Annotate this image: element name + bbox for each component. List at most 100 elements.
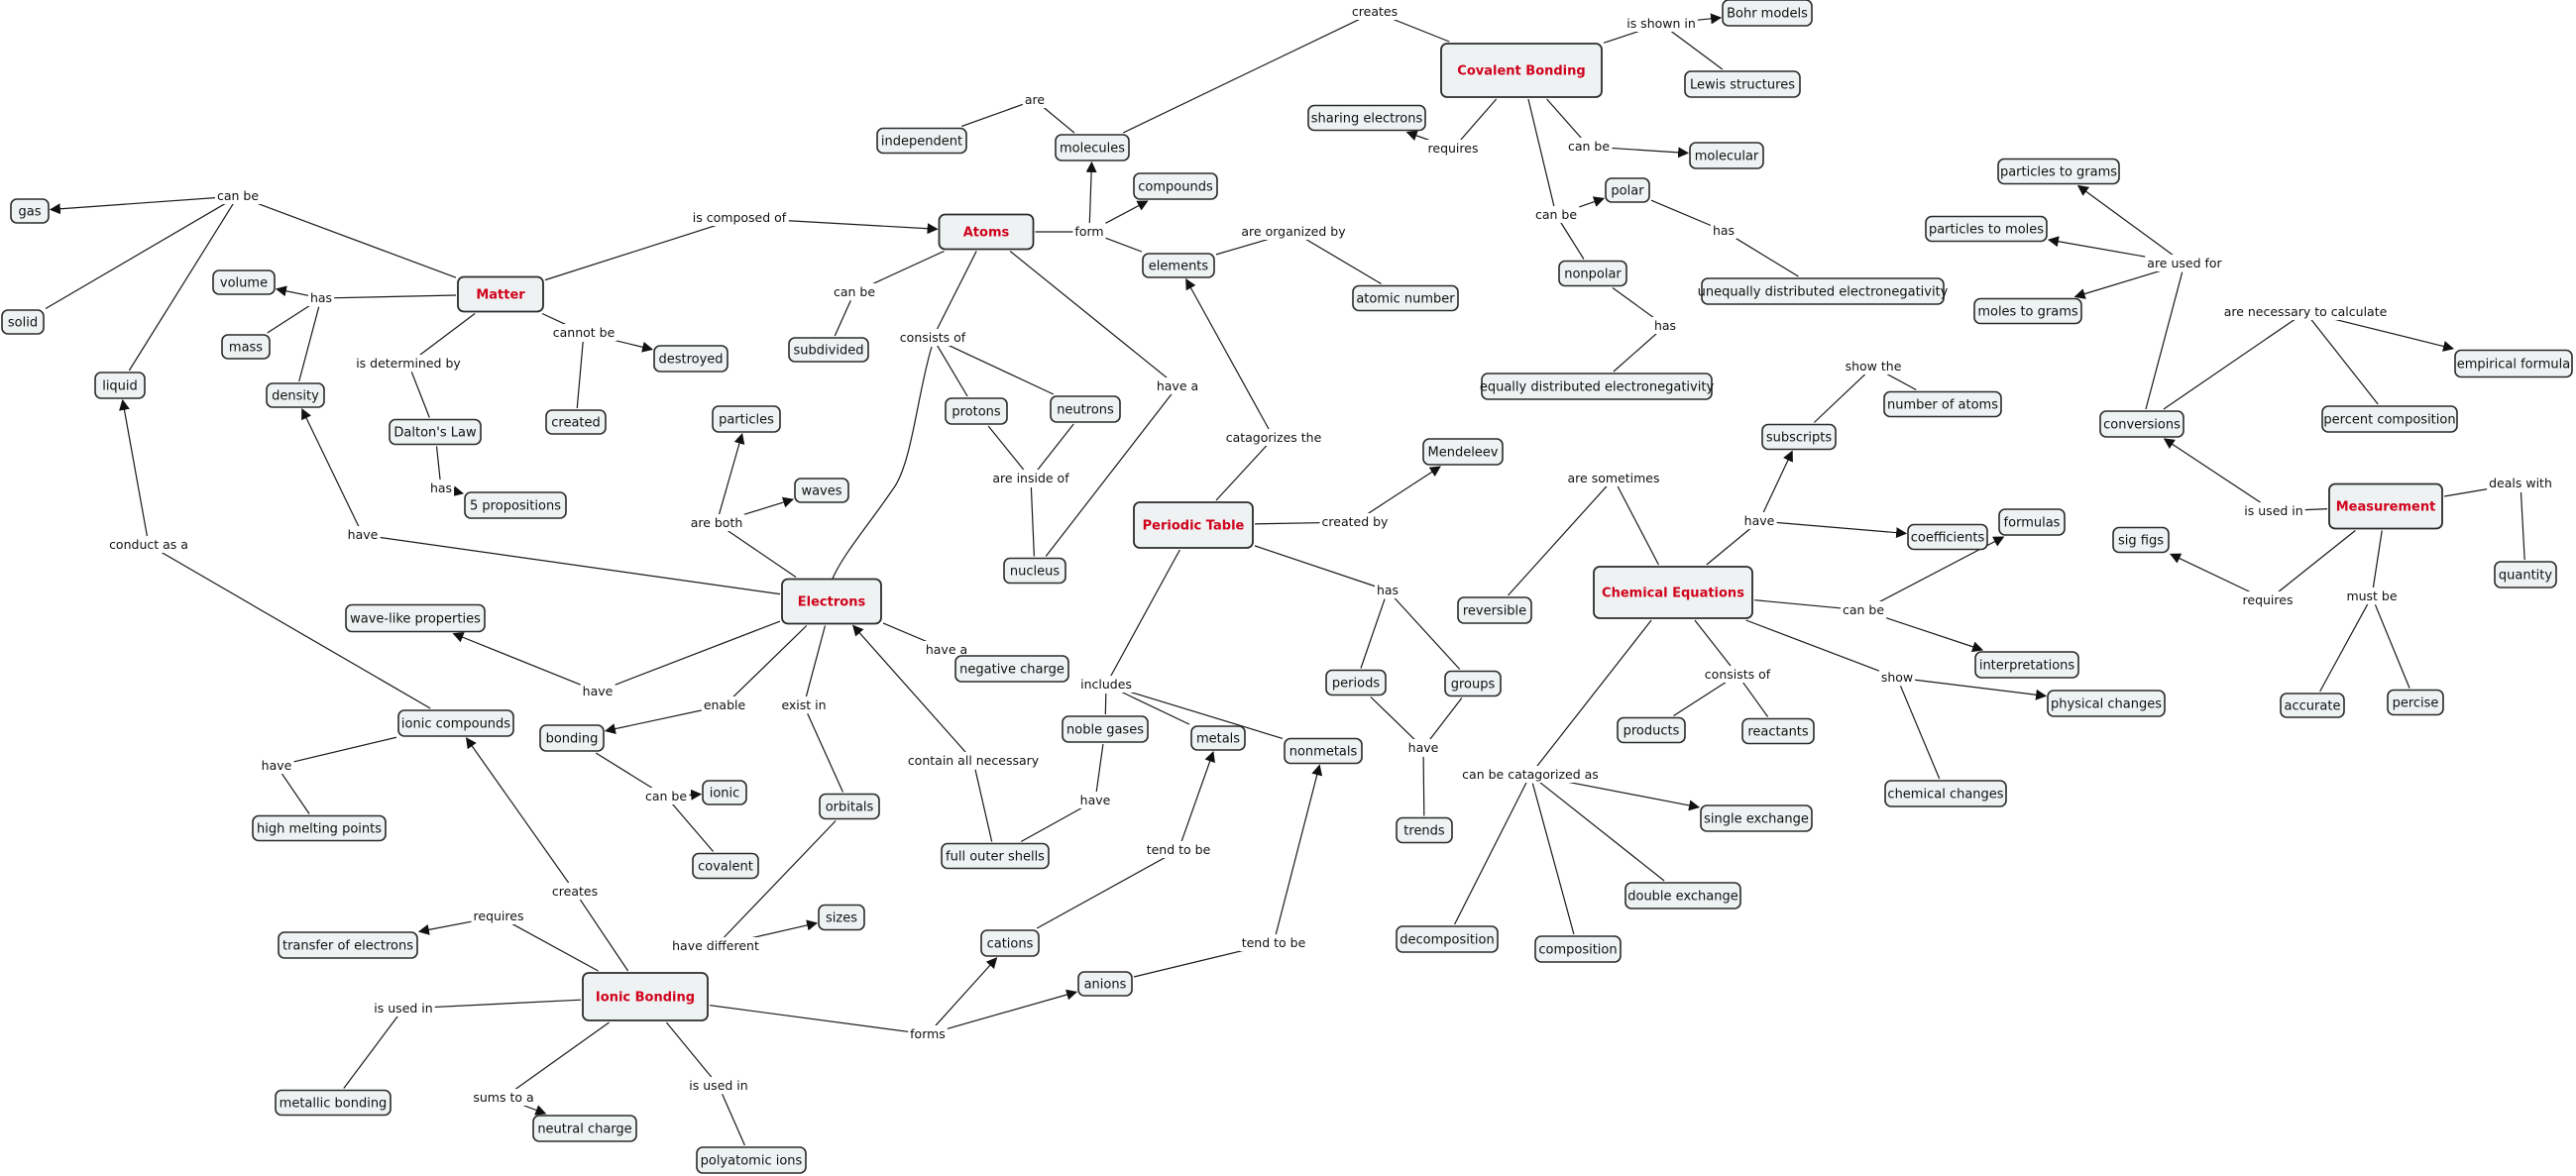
concept-molecular[interactable]: molecular: [1689, 142, 1764, 169]
concept-label: conversions: [2103, 418, 2181, 433]
concept-metallic-bonding[interactable]: metallic bonding: [275, 1089, 392, 1117]
concept-cations[interactable]: cations: [980, 929, 1040, 957]
concept-metals[interactable]: metals: [1190, 725, 1246, 751]
concept-sig-figs[interactable]: sig figs: [2112, 526, 2170, 554]
concept-ionic-compounds[interactable]: ionic compounds: [397, 709, 514, 737]
concept-molecules[interactable]: molecules: [1055, 134, 1130, 161]
concept-elements[interactable]: elements: [1142, 253, 1215, 278]
concept-atoms[interactable]: Atoms: [938, 213, 1035, 251]
concept-empirical-formula[interactable]: empirical formula: [2454, 349, 2573, 378]
concept-physical-changes[interactable]: physical changes: [2047, 690, 2166, 717]
linking-phrase: created by: [1319, 513, 1392, 530]
concept-waves[interactable]: waves: [794, 478, 849, 503]
concept-percent-composition[interactable]: percent composition: [2321, 405, 2458, 433]
concept-coefficients[interactable]: coefficients: [1907, 523, 1988, 551]
concept-nonmetals[interactable]: nonmetals: [1284, 737, 1363, 765]
concept-composition[interactable]: composition: [1534, 935, 1622, 963]
concept-independent[interactable]: independent: [876, 127, 967, 155]
concept-daltons-law[interactable]: Dalton's Law: [389, 418, 482, 446]
concept-label: covalent: [698, 860, 753, 875]
concept-ionic[interactable]: ionic: [702, 780, 747, 805]
connector-includes-to-nonmetals: [1114, 687, 1284, 740]
concept-reactants[interactable]: reactants: [1741, 717, 1815, 745]
concept-mendeleev[interactable]: Mendeleev: [1422, 438, 1504, 466]
concept-negative-charge[interactable]: negative charge: [954, 655, 1069, 683]
linking-phrase-text: have: [1080, 793, 1111, 807]
concept-lewis-structures[interactable]: Lewis structures: [1684, 70, 1801, 98]
concept-wave-like[interactable]: wave-like properties: [345, 603, 486, 633]
concept-particles[interactable]: particles: [712, 405, 781, 433]
concept-box: [794, 478, 849, 503]
concept-matter[interactable]: Matter: [457, 275, 544, 313]
concept-noble-gases[interactable]: noble gases: [1062, 715, 1149, 743]
concept-subdivided[interactable]: subdivided: [788, 337, 869, 363]
concept-particles-to-moles[interactable]: particles to moles: [1925, 215, 2048, 243]
concept-sharing-electrons[interactable]: sharing electrons: [1307, 104, 1426, 132]
concept-number-of-atoms[interactable]: number of atoms: [1883, 390, 2002, 418]
concept-anions[interactable]: anions: [1077, 971, 1133, 997]
concept-interpretations[interactable]: interpretations: [1974, 651, 2079, 679]
concept-orbitals[interactable]: orbitals: [819, 793, 880, 820]
concept-label: equally distributed electronegativity: [1480, 380, 1715, 395]
concept-equal-en[interactable]: equally distributed electronegativity: [1480, 373, 1715, 400]
concept-bohr-models[interactable]: Bohr models: [1722, 0, 1813, 27]
concept-moles-to-grams[interactable]: moles to grams: [1973, 297, 2082, 325]
concept-periods[interactable]: periods: [1325, 669, 1387, 696]
concept-electrons[interactable]: Electrons: [781, 578, 882, 625]
connector-groups-to-have_trends: [1428, 697, 1463, 742]
concept-covalent[interactable]: covalent: [692, 852, 759, 880]
concept-neutrons[interactable]: neutrons: [1050, 395, 1121, 423]
concept-created[interactable]: created: [545, 409, 607, 435]
concept-box: [1003, 557, 1066, 585]
concept-five-propositions[interactable]: 5 propositions: [464, 491, 567, 519]
concept-gas[interactable]: gas: [10, 198, 50, 224]
concept-compounds[interactable]: compounds: [1133, 172, 1218, 200]
concept-percise[interactable]: percise: [2387, 689, 2444, 716]
concept-products[interactable]: products: [1617, 716, 1686, 744]
concept-sizes[interactable]: sizes: [818, 904, 865, 931]
concept-label: empirical formula: [2457, 358, 2570, 373]
concept-formulas[interactable]: formulas: [1998, 508, 2066, 536]
connector-are_inside_of-to-nucleus: [1030, 486, 1035, 557]
connector-has_nonpolar-to-equal_en: [1613, 331, 1659, 373]
concept-trends[interactable]: trends: [1396, 816, 1453, 844]
concept-liquid[interactable]: liquid: [94, 372, 146, 399]
concept-solid[interactable]: solid: [1, 309, 45, 335]
linking-phrase: consists of: [1702, 666, 1773, 683]
concept-measurement[interactable]: Measurement: [2328, 482, 2443, 530]
concept-nonpolar[interactable]: nonpolar: [1558, 260, 1627, 287]
concept-polyatomic-ions[interactable]: polyatomic ions: [696, 1146, 807, 1174]
concept-chemical-equations[interactable]: Chemical Equations: [1593, 566, 1753, 619]
concept-unequal-en[interactable]: unequally distributed electronegativity: [1698, 277, 1949, 305]
concept-accurate[interactable]: accurate: [2280, 693, 2345, 718]
connector-are_both-to-particles: [718, 432, 745, 515]
concept-volume[interactable]: volume: [212, 269, 276, 295]
concept-groups[interactable]: groups: [1444, 670, 1502, 697]
concept-covalent-bonding[interactable]: Covalent Bonding: [1440, 43, 1603, 98]
concept-mass[interactable]: mass: [221, 334, 271, 360]
concept-periodic-table[interactable]: Periodic Table: [1133, 501, 1254, 549]
concept-subscripts[interactable]: subscripts: [1761, 423, 1837, 451]
concept-density[interactable]: density: [266, 382, 325, 408]
concept-polar[interactable]: polar: [1605, 177, 1650, 203]
concept-double-exchange[interactable]: double exchange: [1624, 882, 1741, 909]
concept-chemical-changes[interactable]: chemical changes: [1884, 780, 2007, 807]
concept-atomic-number[interactable]: atomic number: [1352, 284, 1459, 312]
concept-decomposition[interactable]: decomposition: [1396, 925, 1499, 953]
concept-transfer-of-electrons[interactable]: transfer of electrons: [278, 931, 418, 959]
concept-reversible[interactable]: reversible: [1457, 596, 1532, 624]
concept-high-melting-points[interactable]: high melting points: [252, 814, 387, 842]
concept-full-outer-shells[interactable]: full outer shells: [941, 842, 1050, 870]
concept-ionic-bonding[interactable]: Ionic Bonding: [582, 972, 709, 1021]
concept-particles-to-grams[interactable]: particles to grams: [1997, 158, 2120, 185]
concept-nucleus[interactable]: nucleus: [1003, 557, 1066, 585]
concept-protons[interactable]: protons: [945, 397, 1008, 425]
connector-polar-to-has_polar: [1650, 199, 1716, 229]
concept-quantity[interactable]: quantity: [2494, 561, 2557, 588]
concept-neutral-charge[interactable]: neutral charge: [532, 1115, 637, 1142]
concept-single-exchange[interactable]: single exchange: [1700, 804, 1813, 832]
concept-bonding[interactable]: bonding: [539, 724, 605, 752]
concept-destroyed[interactable]: destroyed: [653, 345, 728, 373]
concept-conversions[interactable]: conversions: [2099, 410, 2184, 438]
linking-phrase: enable: [701, 696, 748, 713]
